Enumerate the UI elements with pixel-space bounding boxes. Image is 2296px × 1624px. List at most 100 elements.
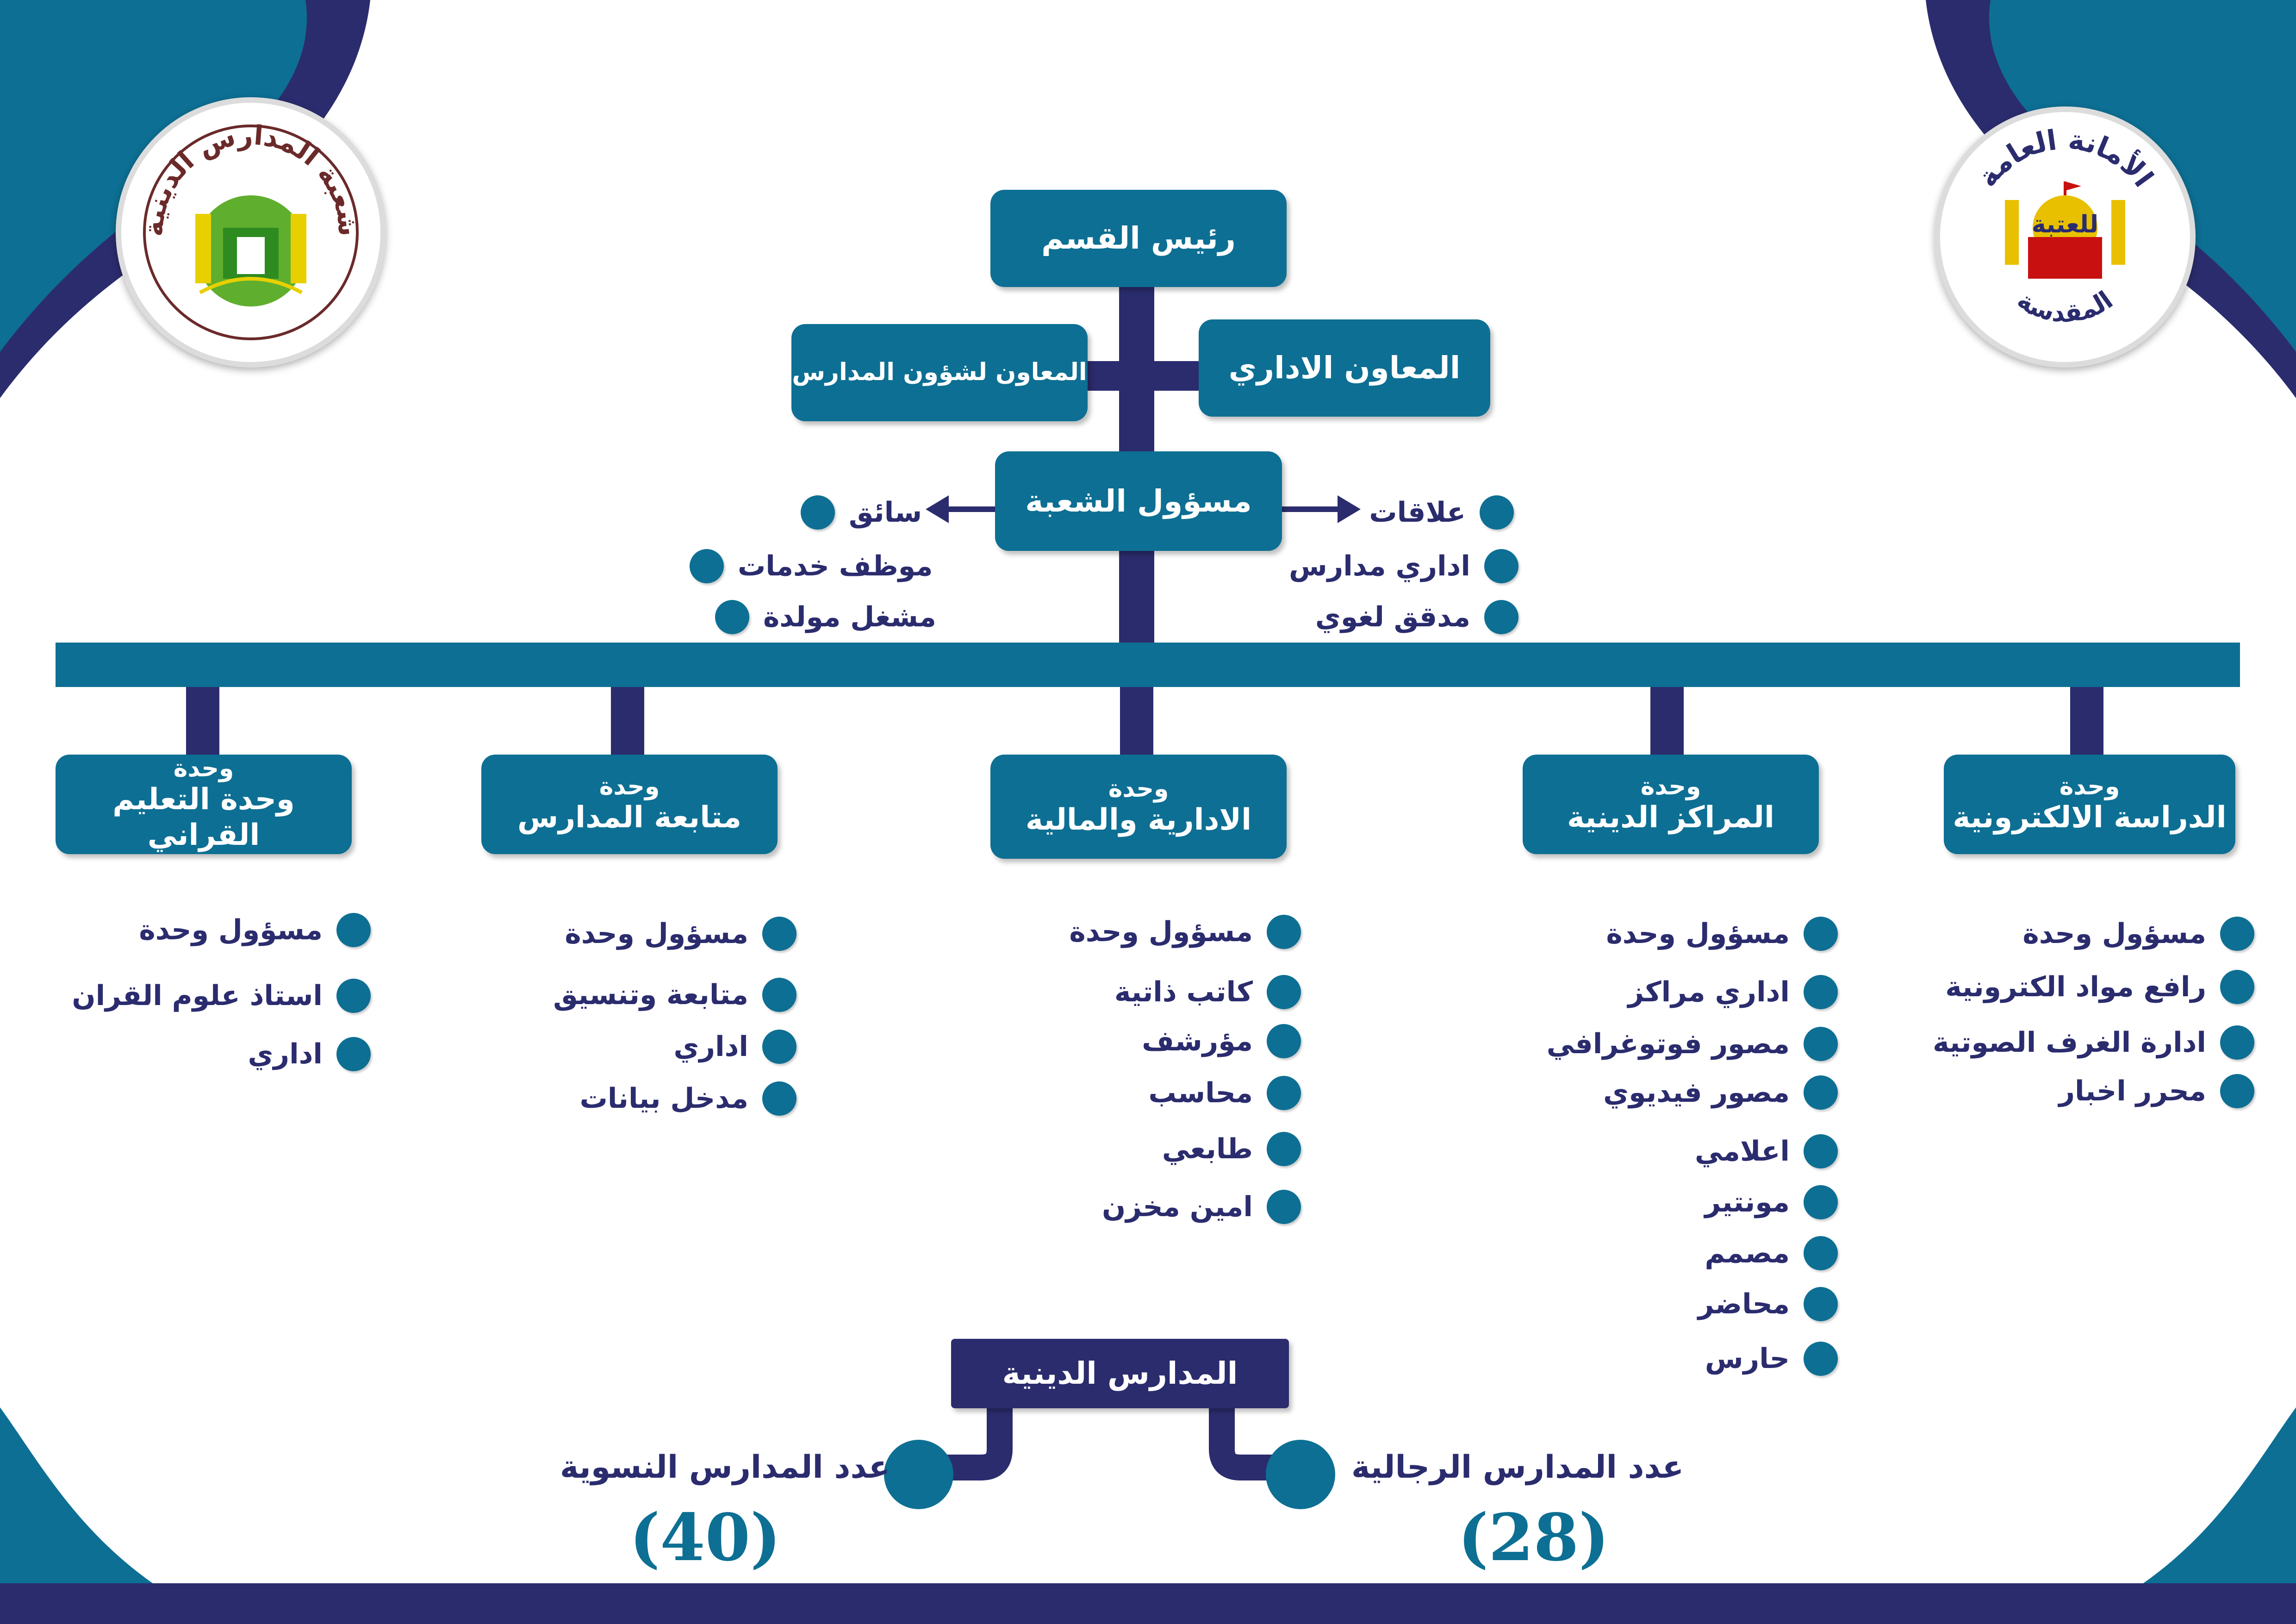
unit-item: اداري xyxy=(248,1037,371,1071)
bullet-icon xyxy=(1484,600,1518,634)
bullet-icon xyxy=(690,549,724,583)
unit-connector-e-learning xyxy=(2070,687,2103,756)
unit-item: اداري xyxy=(674,1030,796,1064)
bullet-icon xyxy=(2220,1074,2254,1108)
unit-connector-religious-centers xyxy=(1650,687,1684,756)
bullet-icon xyxy=(1480,495,1514,530)
bullet-icon xyxy=(1804,1185,1838,1219)
bullet-icon xyxy=(1804,1075,1838,1110)
bullet-icon xyxy=(762,917,796,951)
branch-left-staff-item: سائق xyxy=(801,495,922,530)
branch-right-staff-item: علاقات xyxy=(1369,495,1514,530)
religious-schools-box: المدارس الدينية xyxy=(951,1339,1289,1408)
right-logo: الأمانة العامة المقدسة للعتبة xyxy=(1935,106,2196,368)
unit-item: مصور فوتوغرافي xyxy=(1547,1027,1838,1061)
women-schools-dot-icon xyxy=(884,1440,953,1509)
schools-assistant-box: المعاون لشؤون المدارس xyxy=(791,324,1088,421)
unit-item: مسؤول وحدة xyxy=(1069,915,1301,949)
unit-item: مدخل بيانات xyxy=(580,1081,796,1116)
bullet-icon xyxy=(1267,975,1301,1009)
unit-item: اعلامي xyxy=(1695,1134,1838,1168)
unit-connector-admin-finance xyxy=(1120,687,1153,756)
admin-assistant-box: المعاون الاداري xyxy=(1199,319,1490,417)
schools-department-emblem-icon: شعبة المدارس الدينية xyxy=(135,117,367,348)
men-schools-dot-icon xyxy=(1266,1440,1335,1509)
units-horizontal-bar xyxy=(56,643,2240,687)
bullet-icon xyxy=(336,1037,371,1071)
men-schools-label-wrap: عدد المدارس الرجالية xyxy=(1351,1449,1684,1486)
unit-item: مونتير xyxy=(1705,1185,1838,1219)
unit-connector-quran xyxy=(186,687,219,756)
unit-item: مسؤول وحدة xyxy=(2022,917,2254,951)
unit-item: مصمم xyxy=(1705,1236,1838,1270)
men-schools-count: (28) xyxy=(1458,1500,1610,1576)
religious-schools-label: المدارس الدينية xyxy=(1002,1355,1238,1392)
bullet-icon xyxy=(1804,1342,1838,1376)
unit-item: طابعي xyxy=(1162,1132,1301,1166)
unit-item: مسؤول وحدة xyxy=(565,917,796,951)
bullet-icon xyxy=(762,1081,796,1116)
bullet-icon xyxy=(1267,915,1301,949)
arrow-left-icon xyxy=(926,495,1004,523)
unit-item: مؤرشف xyxy=(1142,1024,1301,1058)
branch-left-staff-item: موظف خدمات xyxy=(690,549,933,583)
unit-item: امين مخزن xyxy=(1102,1190,1301,1224)
bullet-icon xyxy=(801,495,835,530)
bullet-icon xyxy=(1267,1076,1301,1110)
unit-item: مصور فيديوي xyxy=(1603,1075,1838,1110)
unit-item: استاذ علوم القران xyxy=(72,979,371,1013)
bullet-icon xyxy=(1804,1236,1838,1270)
head-box: رئيس القسم xyxy=(990,190,1287,287)
bullet-icon xyxy=(1804,1027,1838,1061)
bullet-icon xyxy=(715,600,749,634)
unit-item: مسؤول وحدة xyxy=(139,913,371,947)
unit-box-e-learning: وحدة الدراسة الالكترونية xyxy=(1944,755,2235,854)
unit-item: مسؤول وحدة xyxy=(1606,917,1838,951)
bullet-icon xyxy=(336,979,371,1013)
bullet-icon xyxy=(2220,1025,2254,1060)
bullet-icon xyxy=(1804,1287,1838,1321)
assistants-connector xyxy=(1078,361,1199,391)
unit-item: محرر اخبار xyxy=(2059,1074,2254,1108)
branch-left-staff-item: مشغل مولدة xyxy=(715,600,936,634)
men-schools-label: عدد المدارس الرجالية xyxy=(1351,1449,1684,1486)
unit-item: اداري مراكز xyxy=(1628,975,1838,1009)
left-logo: شعبة المدارس الدينية xyxy=(116,97,386,368)
women-schools-label: عدد المدارس النسوية xyxy=(560,1449,890,1486)
unit-item: محاضر xyxy=(1698,1287,1838,1321)
bullet-icon xyxy=(336,913,371,947)
unit-box-admin-finance: وحدة الادارية والمالية xyxy=(990,755,1287,859)
bullet-icon xyxy=(1267,1190,1301,1224)
bullet-icon xyxy=(2220,970,2254,1004)
bullet-icon xyxy=(762,978,796,1012)
right-logo-center-text: للعتبة xyxy=(2032,211,2098,238)
bullet-icon xyxy=(1267,1132,1301,1166)
unit-box-quran: وحدة وحدة التعليم القراني xyxy=(56,755,352,854)
unit-item: ادارة الغرف الصوتية xyxy=(1933,1025,2254,1060)
bullet-icon xyxy=(1267,1024,1301,1058)
schools-assistant-label: المعاون لشؤون المدارس xyxy=(792,358,1087,387)
bullet-icon xyxy=(1804,917,1838,951)
unit-item: متابعة وتنسيق xyxy=(553,978,796,1012)
schools-connector xyxy=(930,1403,1291,1480)
unit-item: حارس xyxy=(1705,1342,1838,1376)
branch-right-staff-item: اداري مدارس xyxy=(1289,549,1518,583)
unit-item: رافع مواد الكترونية xyxy=(1945,970,2254,1004)
unit-box-schools-follow: وحدة متابعة المدارس xyxy=(481,755,778,854)
unit-item: محاسب xyxy=(1149,1076,1301,1110)
unit-item: كاتب ذاتية xyxy=(1114,975,1301,1009)
bullet-icon xyxy=(1484,549,1518,583)
women-schools-count: (40) xyxy=(629,1500,781,1576)
unit-box-religious-centers: وحدة المراكز الدينية xyxy=(1523,755,1819,854)
arrow-right-icon xyxy=(1282,495,1361,523)
bullet-icon xyxy=(762,1030,796,1064)
unit-connector-schools-follow xyxy=(611,687,644,756)
branch-head-label: مسؤول الشعبة xyxy=(1025,483,1252,519)
branch-head-box: مسؤول الشعبة xyxy=(995,451,1282,551)
branch-right-staff-item: مدقق لغوي xyxy=(1315,600,1518,634)
bullet-icon xyxy=(1804,1134,1838,1168)
admin-assistant-label: المعاون الاداري xyxy=(1228,350,1461,386)
bullet-icon xyxy=(1804,975,1838,1009)
women-schools-label-wrap: عدد المدارس النسوية xyxy=(560,1449,890,1486)
head-label: رئيس القسم xyxy=(1041,220,1236,256)
